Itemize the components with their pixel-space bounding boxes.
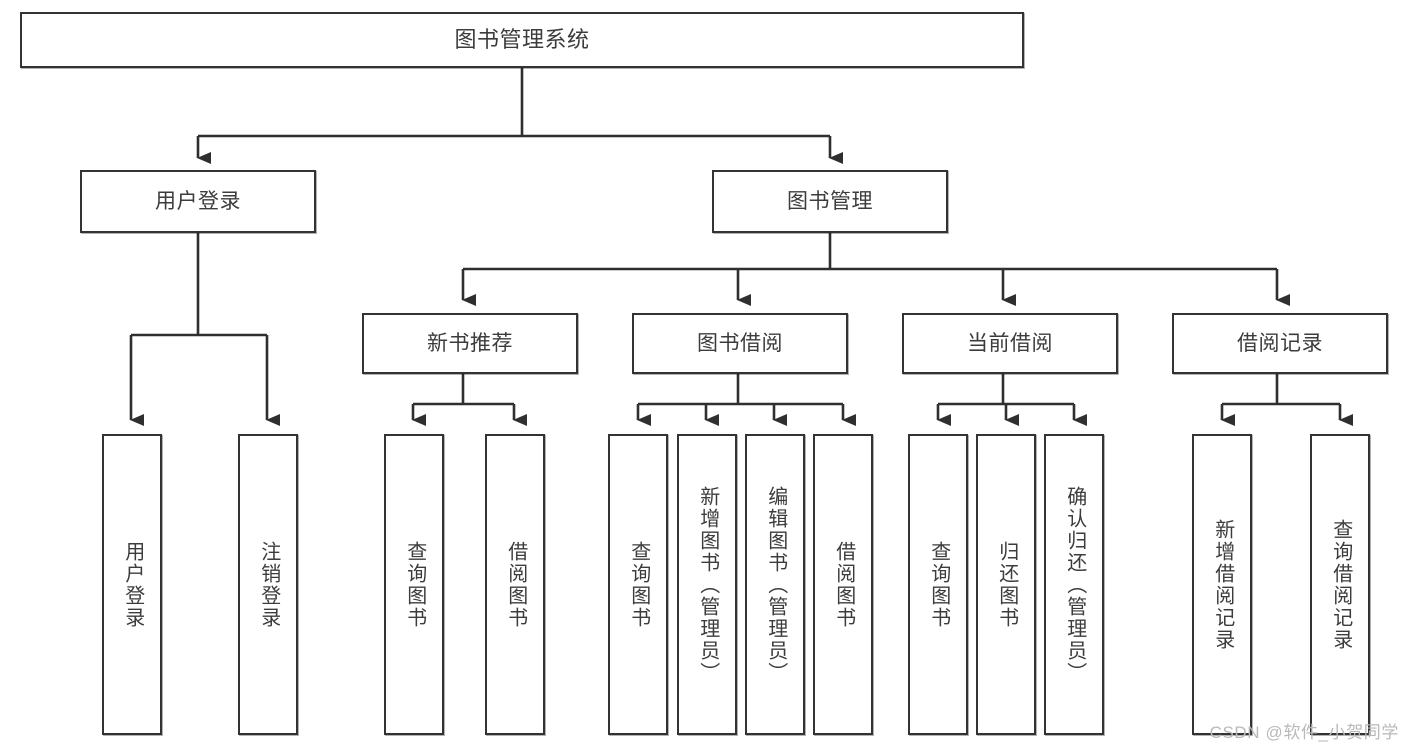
node-leaf-add-book-label: 新增图书（管理员）	[696, 485, 719, 684]
node-root-system-label: 图书管理系统	[454, 26, 590, 52]
node-leaf-add-book[interactable]: 新增图书（管理员）	[677, 434, 737, 735]
node-leaf-query-book-1-label: 查询图书	[403, 540, 426, 629]
node-new-book-recommend-label: 新书推荐	[427, 331, 513, 355]
node-leaf-confirm-return-label: 确认归还（管理员）	[1063, 485, 1086, 684]
node-leaf-add-record[interactable]: 新增借阅记录	[1192, 434, 1252, 735]
node-book-borrow-label: 图书借阅	[697, 331, 783, 355]
node-user-login-label: 用户登录	[155, 189, 241, 213]
node-leaf-borrow-book-2[interactable]: 借阅图书	[813, 434, 873, 735]
node-leaf-user-login-label: 用户登录	[121, 540, 144, 629]
node-leaf-return-book[interactable]: 归还图书	[976, 434, 1036, 735]
node-borrow-record-label: 借阅记录	[1237, 331, 1323, 355]
node-leaf-add-record-label: 新增借阅记录	[1211, 518, 1234, 651]
node-user-login[interactable]: 用户登录	[80, 170, 316, 233]
node-current-borrow-label: 当前借阅	[967, 331, 1053, 355]
node-leaf-edit-book[interactable]: 编辑图书（管理员）	[745, 434, 805, 735]
node-leaf-edit-book-label: 编辑图书（管理员）	[764, 485, 787, 684]
node-current-borrow[interactable]: 当前借阅	[902, 313, 1118, 374]
node-leaf-borrow-book-2-label: 借阅图书	[832, 540, 855, 629]
node-leaf-query-book-3-label: 查询图书	[927, 540, 950, 629]
node-leaf-confirm-return[interactable]: 确认归还（管理员）	[1044, 434, 1104, 735]
node-leaf-user-login[interactable]: 用户登录	[102, 434, 162, 735]
node-new-book-recommend[interactable]: 新书推荐	[362, 313, 578, 374]
node-leaf-borrow-book-1-label: 借阅图书	[504, 540, 527, 629]
node-book-management[interactable]: 图书管理	[712, 170, 948, 233]
node-borrow-record[interactable]: 借阅记录	[1172, 313, 1388, 374]
node-leaf-query-record-label: 查询借阅记录	[1329, 518, 1352, 651]
node-leaf-query-book-2[interactable]: 查询图书	[608, 434, 668, 735]
node-book-borrow[interactable]: 图书借阅	[632, 313, 848, 374]
node-leaf-logout[interactable]: 注销登录	[238, 434, 298, 735]
node-book-management-label: 图书管理	[787, 189, 873, 213]
node-leaf-query-record[interactable]: 查询借阅记录	[1310, 434, 1370, 735]
node-root-system[interactable]: 图书管理系统	[20, 12, 1024, 68]
node-leaf-query-book-3[interactable]: 查询图书	[908, 434, 968, 735]
node-leaf-return-book-label: 归还图书	[995, 540, 1018, 629]
node-leaf-logout-label: 注销登录	[257, 540, 280, 629]
node-leaf-query-book-2-label: 查询图书	[627, 540, 650, 629]
node-leaf-borrow-book-1[interactable]: 借阅图书	[485, 434, 545, 735]
node-leaf-query-book-1[interactable]: 查询图书	[384, 434, 444, 735]
